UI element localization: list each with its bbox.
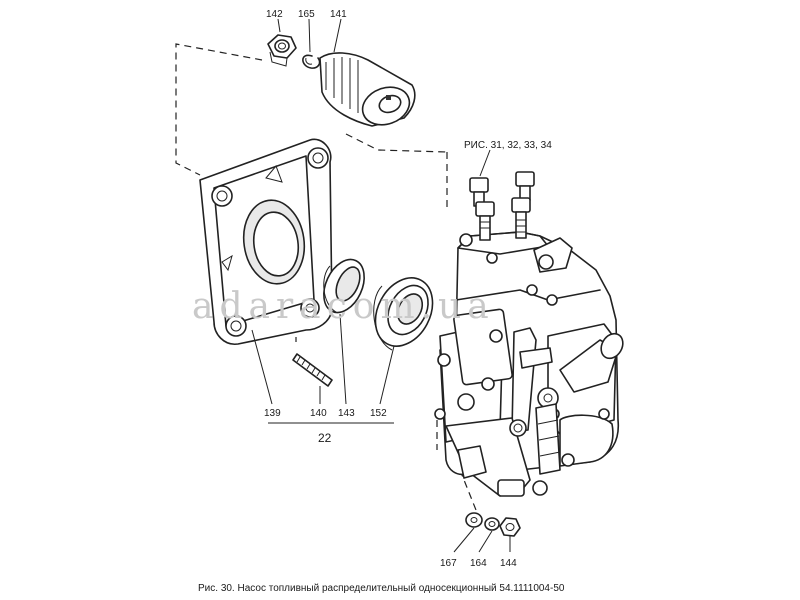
figure-caption: Рис. 30. Насос топливный распределительн… (198, 583, 565, 594)
part-label-139: 139 (264, 408, 281, 419)
part-label-164: 164 (470, 558, 487, 569)
part-label-144: 144 (500, 558, 517, 569)
part-label-167: 167 (440, 558, 457, 569)
fuel-lever-assembly (511, 327, 561, 475)
part-label-142: 142 (266, 9, 283, 20)
watermark-text: adaracom.ua (192, 286, 495, 327)
washer-167 (465, 512, 483, 528)
part-label-140: 140 (310, 408, 327, 419)
fuel-inlet-fitting (445, 393, 548, 497)
bearing-152 (373, 277, 434, 351)
group-label-22: 22 (318, 431, 332, 445)
part-label-143: 143 (338, 408, 355, 419)
part-label-165: 165 (298, 9, 315, 20)
coupling-141 (319, 52, 416, 127)
leader-lines (251, 18, 511, 553)
nut-142 (267, 34, 297, 67)
washer-165 (302, 54, 321, 69)
seal-143 (323, 258, 365, 314)
part-label-152: 152 (370, 408, 387, 419)
stud-140 (292, 353, 333, 387)
part-label-141: 141 (330, 9, 347, 20)
washer-164 (484, 517, 500, 531)
reference-label: РИС. 31, 32, 33, 34 (464, 140, 552, 151)
nut-144 (499, 517, 521, 537)
flange-139 (199, 138, 333, 345)
injector-fittings (469, 171, 573, 273)
